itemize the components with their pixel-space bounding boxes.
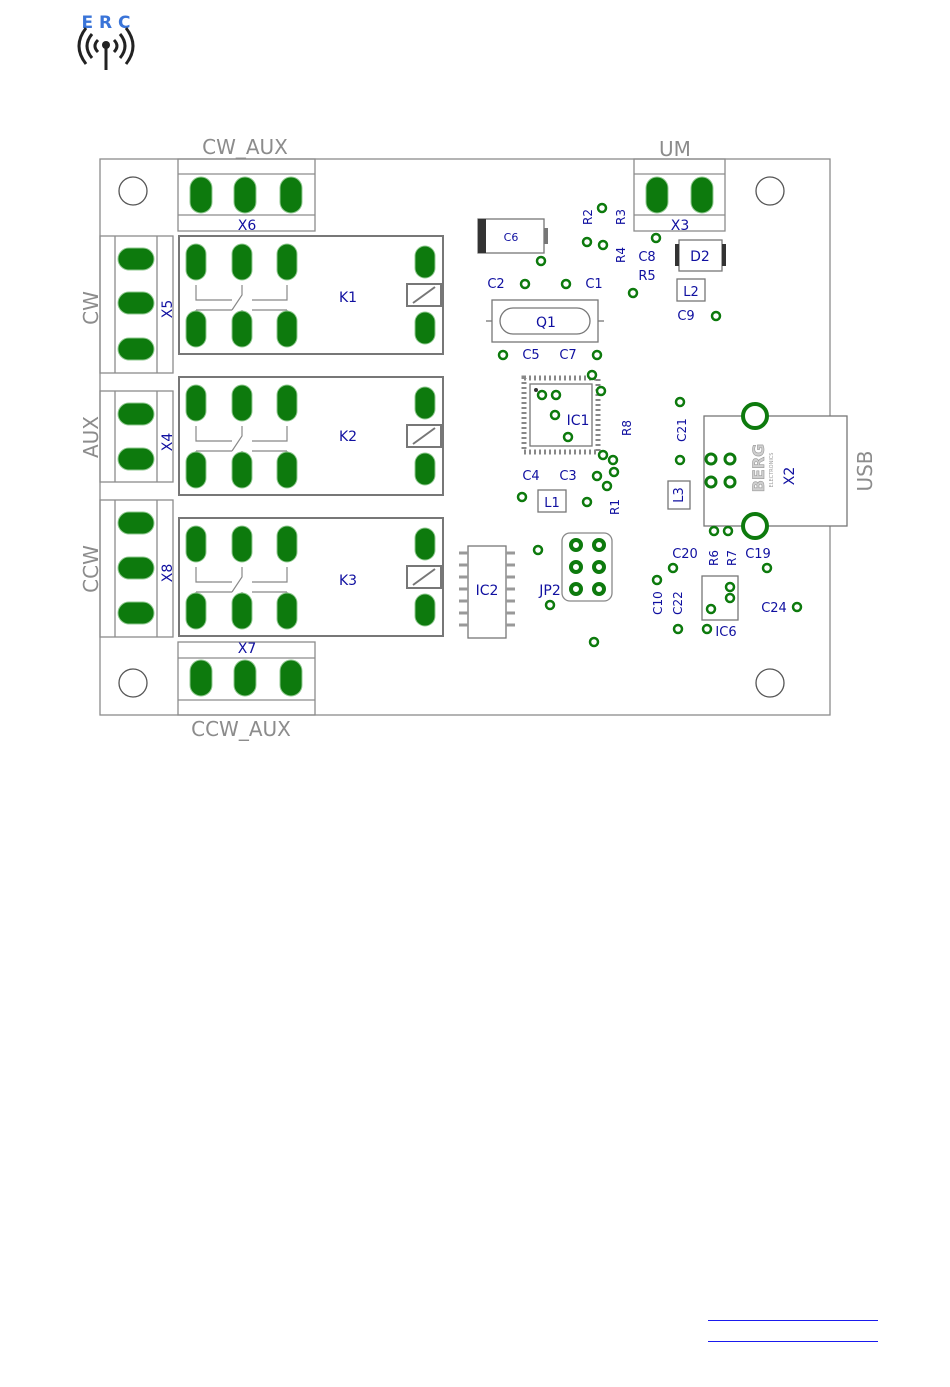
ref-c6: C6 bbox=[504, 231, 519, 244]
footer-link-1[interactable] bbox=[708, 1300, 878, 1321]
ref-x5: X5 bbox=[160, 300, 176, 319]
label-um: UM bbox=[659, 137, 691, 161]
ref-r4: R4 bbox=[614, 247, 628, 263]
label-usb: USB bbox=[853, 450, 877, 491]
ref-c19: C19 bbox=[745, 547, 771, 562]
ref-c4: C4 bbox=[522, 469, 539, 484]
ref-c5: C5 bbox=[522, 348, 539, 363]
ref-q1: Q1 bbox=[536, 315, 556, 331]
usb-brand: BERG bbox=[749, 444, 768, 493]
pcb-layout: CW_AUX UM CCW_AUX CW AUX CCW USB BERG EL… bbox=[0, 0, 950, 800]
ref-x4: X4 bbox=[160, 433, 176, 452]
ref-c10: C10 bbox=[651, 591, 665, 615]
ref-x6: X6 bbox=[238, 218, 257, 234]
ref-c7: C7 bbox=[559, 348, 576, 363]
jp2-header bbox=[562, 533, 612, 601]
ref-jp2: JP2 bbox=[538, 583, 560, 599]
ref-ic2: IC2 bbox=[476, 583, 499, 599]
ref-r1: R1 bbox=[608, 499, 622, 515]
ref-x7: X7 bbox=[238, 641, 257, 657]
ref-l2: L2 bbox=[683, 285, 699, 300]
ref-c2: C2 bbox=[487, 277, 504, 292]
ref-k2: K2 bbox=[339, 429, 357, 445]
ref-k1: K1 bbox=[339, 290, 357, 306]
usb-brand-sub: ELECTRONICS bbox=[769, 453, 775, 488]
ref-r8: R8 bbox=[620, 420, 634, 436]
relay-k2-outline bbox=[179, 377, 443, 495]
ref-c1: C1 bbox=[585, 277, 602, 292]
ref-l3: L3 bbox=[672, 487, 687, 503]
ref-l1: L1 bbox=[544, 496, 560, 511]
ref-c20: C20 bbox=[672, 547, 698, 562]
ref-r2: R2 bbox=[581, 209, 595, 225]
ref-c3: C3 bbox=[559, 469, 576, 484]
label-ccw-aux: CCW_AUX bbox=[191, 717, 291, 741]
footer-links bbox=[708, 1300, 878, 1342]
ref-r5: R5 bbox=[638, 269, 655, 284]
usb-x2-outline bbox=[704, 416, 847, 526]
ref-ic6: IC6 bbox=[715, 625, 736, 640]
ref-r6: R6 bbox=[707, 550, 721, 566]
ref-r3: R3 bbox=[614, 209, 628, 225]
relay-k1-outline bbox=[179, 236, 443, 354]
label-cw-aux: CW_AUX bbox=[202, 135, 288, 159]
ref-k3: K3 bbox=[339, 573, 357, 589]
relay-k3-outline bbox=[179, 518, 443, 636]
ref-d2: D2 bbox=[690, 249, 710, 265]
label-ccw: CCW bbox=[79, 545, 103, 593]
ref-r7: R7 bbox=[725, 550, 739, 566]
label-cw: CW bbox=[79, 291, 103, 325]
footer-link-2[interactable] bbox=[708, 1321, 878, 1342]
ref-c8: C8 bbox=[638, 250, 655, 265]
label-aux: AUX bbox=[79, 416, 103, 458]
ref-ic1: IC1 bbox=[567, 413, 590, 429]
ref-x8: X8 bbox=[160, 564, 176, 583]
ref-c21: C21 bbox=[675, 418, 689, 442]
ref-c9: C9 bbox=[677, 309, 694, 324]
ref-c24: C24 bbox=[761, 601, 787, 616]
ref-c22: C22 bbox=[671, 591, 685, 615]
ref-x3: X3 bbox=[671, 218, 690, 234]
ref-x2: X2 bbox=[782, 467, 798, 486]
